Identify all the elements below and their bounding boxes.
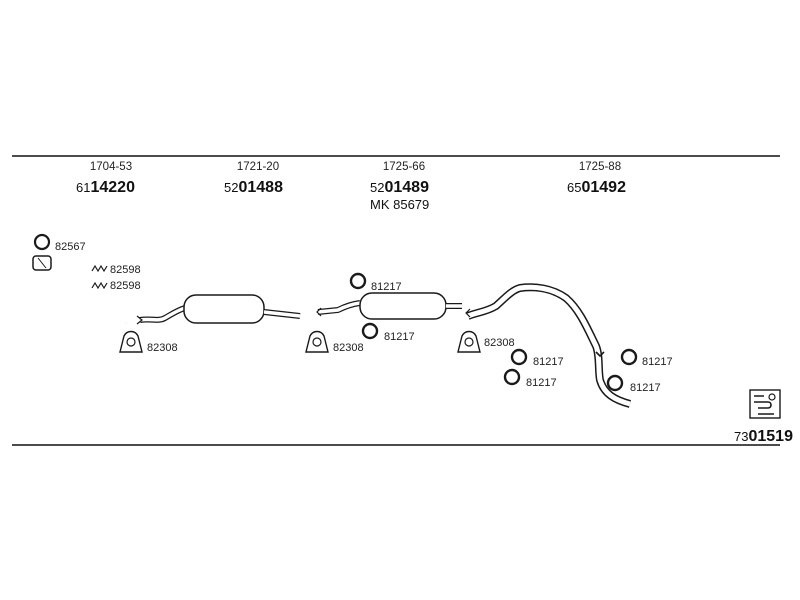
part-code: 1721-20 xyxy=(237,161,279,173)
spring-82598-b[interactable]: 82598 xyxy=(91,280,141,292)
label: 82308 xyxy=(333,342,364,354)
label: 82598 xyxy=(110,264,141,276)
ring-icon xyxy=(349,272,367,290)
label: 81217 xyxy=(384,331,415,343)
ring-icon xyxy=(606,374,624,392)
ring-icon xyxy=(620,348,638,366)
rear-pipe[interactable] xyxy=(465,283,632,408)
kit-number: 7301519 xyxy=(734,428,793,445)
exhaust-kit-icon xyxy=(749,389,781,419)
label: 81217 xyxy=(630,382,661,394)
ring-81217-c[interactable]: 81217 xyxy=(510,348,564,368)
part-code: 1704-53 xyxy=(90,161,132,173)
ring-icon xyxy=(510,348,528,366)
center-muffler[interactable] xyxy=(136,294,301,325)
clamp-82308-b[interactable]: 82308 xyxy=(305,330,364,355)
clamp-82308-c[interactable]: 82308 xyxy=(457,330,515,353)
clamp-82308-a[interactable]: 82308 xyxy=(119,330,178,355)
ring-icon xyxy=(361,322,379,340)
front-pipe[interactable] xyxy=(32,255,128,329)
label: 81217 xyxy=(526,377,557,389)
ring-81217-e[interactable]: 81217 xyxy=(620,348,673,368)
label: 81217 xyxy=(642,356,673,368)
label: 82598 xyxy=(110,280,141,292)
muffler-body xyxy=(359,292,447,320)
ring-81217-b[interactable]: 81217 xyxy=(361,322,415,343)
label: 82308 xyxy=(147,342,178,354)
muffler-body xyxy=(183,294,265,324)
gasket-82567[interactable]: 82567 xyxy=(33,233,86,253)
part-number: 5201489 xyxy=(370,179,429,196)
header-part-3[interactable]: 1725-66 5201489 MK 85679 xyxy=(370,161,429,212)
part-number: 6501492 xyxy=(567,179,626,196)
part-code: 1725-66 xyxy=(383,161,425,173)
intermediate-muffler[interactable] xyxy=(316,292,462,320)
gasket-icon xyxy=(33,233,51,251)
hanger-hook xyxy=(595,351,605,358)
ring-icon xyxy=(503,368,521,386)
label: 81217 xyxy=(371,281,402,293)
label: 82308 xyxy=(484,337,515,349)
part-code: 1725-88 xyxy=(579,161,621,173)
header-part-4[interactable]: 1725-88 6501492 xyxy=(567,161,626,196)
ring-81217-a[interactable]: 81217 xyxy=(349,272,402,293)
part-number: 6114220 xyxy=(76,179,135,196)
ring-81217-d[interactable]: 81217 xyxy=(503,368,557,389)
spring-icon xyxy=(91,264,108,273)
ring-81217-f[interactable]: 81217 xyxy=(606,374,661,394)
part-number: 5201488 xyxy=(224,179,283,196)
mk-number: MK 85679 xyxy=(370,197,429,212)
label: 82567 xyxy=(55,241,86,253)
spring-82598-a[interactable]: 82598 xyxy=(91,264,141,276)
header-part-1[interactable]: 1704-53 6114220 xyxy=(76,161,135,196)
header-part-2[interactable]: 1721-20 5201488 xyxy=(224,161,283,196)
label: 81217 xyxy=(533,356,564,368)
spring-icon xyxy=(91,281,108,290)
